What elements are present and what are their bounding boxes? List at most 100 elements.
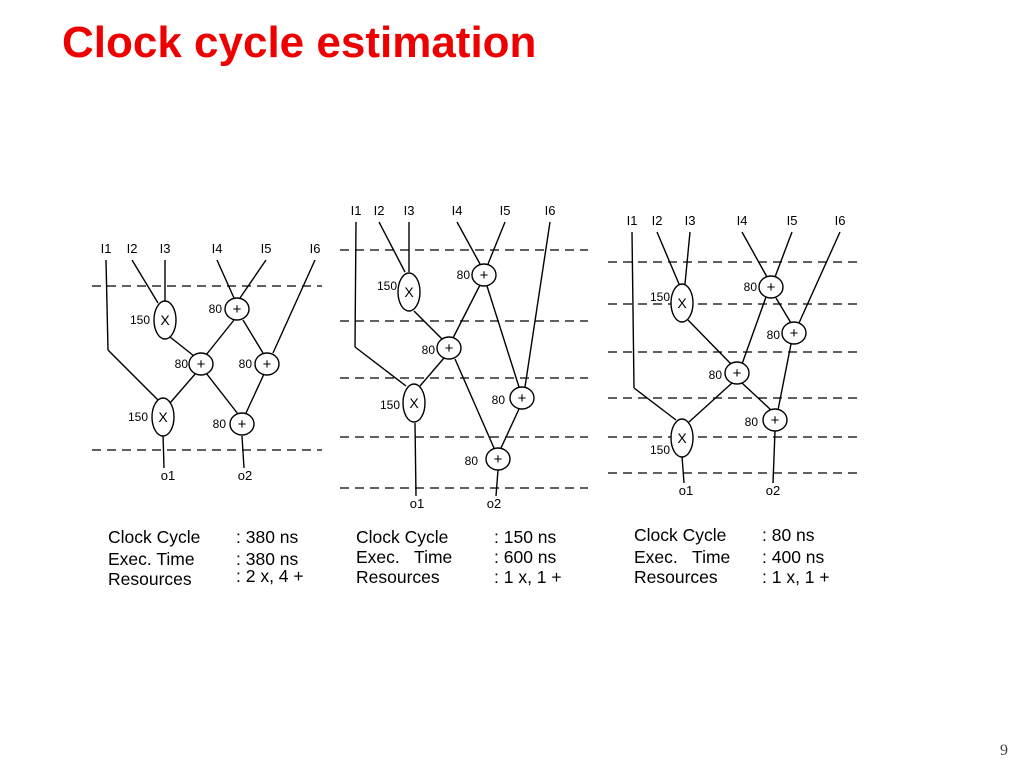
data-edge <box>741 231 768 278</box>
adder-symbol: + <box>518 390 527 407</box>
delay-label: 150 <box>650 443 670 457</box>
data-edge <box>216 259 235 299</box>
clock-cycle-value: : 150 ns <box>494 527 557 547</box>
data-edge <box>162 433 165 469</box>
adder-node <box>471 263 497 287</box>
input-label: I5 <box>500 203 511 218</box>
input-label: I4 <box>212 241 223 256</box>
multiplier-node <box>397 272 421 312</box>
resources-value: : 2 x, 4 + <box>236 566 304 586</box>
resources-value: : 1 x, 1 + <box>494 567 562 587</box>
clock-cycle-label: Clock Cycle <box>108 527 201 547</box>
resources-label: Resources <box>356 567 440 587</box>
multiplier-symbol: X <box>409 395 419 411</box>
output-label: o2 <box>487 496 501 511</box>
input-label: I2 <box>374 203 385 218</box>
data-edge <box>774 231 793 278</box>
delay-label: 80 <box>492 393 506 407</box>
resources-label: Resources <box>108 569 192 589</box>
delay-label: 80 <box>209 302 223 316</box>
exec-time-label: Exec. Time <box>356 547 453 567</box>
adder-symbol: + <box>733 365 742 382</box>
data-edge <box>772 430 776 484</box>
adder-node <box>762 408 788 432</box>
delay-label: 80 <box>213 417 227 431</box>
output-label: o1 <box>161 468 175 483</box>
multiplier-node <box>670 283 694 323</box>
output-label: o1 <box>679 483 693 498</box>
adder-node <box>509 386 535 410</box>
data-edge <box>414 422 417 497</box>
data-edge <box>169 336 195 357</box>
output-label: o1 <box>410 496 424 511</box>
delay-label: 150 <box>130 313 150 327</box>
data-edge <box>413 310 444 341</box>
delay-label: 80 <box>767 328 781 342</box>
exec-time-label: Exec. Time <box>634 547 731 567</box>
adder-node <box>188 352 214 376</box>
adder-node <box>254 352 280 376</box>
input-label: I6 <box>310 241 321 256</box>
data-edge <box>354 221 357 348</box>
delay-label: 80 <box>422 343 436 357</box>
resources-label: Resources <box>634 567 718 587</box>
data-edge <box>378 221 406 273</box>
input-label: I4 <box>452 203 463 218</box>
adder-symbol: + <box>767 279 776 296</box>
multiplier-symbol: X <box>158 409 168 425</box>
input-label: I6 <box>835 213 846 228</box>
adder-node <box>229 412 255 436</box>
data-edge <box>741 296 767 365</box>
resources-value: : 1 x, 1 + <box>762 567 830 587</box>
input-label: I3 <box>404 203 415 218</box>
data-edge <box>452 284 481 339</box>
exec-time-label: Exec. Time <box>108 549 195 569</box>
clock-cycle-label: Clock Cycle <box>356 527 449 547</box>
delay-label: 150 <box>380 398 400 412</box>
data-edge <box>241 435 245 469</box>
data-edge <box>798 231 841 324</box>
delay-label: 150 <box>128 410 148 424</box>
adder-symbol: + <box>238 416 247 433</box>
delay-label: 150 <box>650 290 670 304</box>
adder-node <box>436 336 462 360</box>
multiplier-symbol: X <box>677 295 687 311</box>
input-label: I1 <box>101 241 112 256</box>
adder-symbol: + <box>790 325 799 342</box>
multiplier-symbol: X <box>160 312 170 328</box>
adder-symbol: + <box>494 451 503 468</box>
data-edge <box>495 469 499 497</box>
data-edge <box>419 357 445 387</box>
data-edge <box>681 455 685 484</box>
input-label: I5 <box>261 241 272 256</box>
multiplier-node <box>402 383 426 423</box>
output-label: o2 <box>766 483 780 498</box>
clock-cycle-label: Clock Cycle <box>634 525 727 545</box>
data-edge <box>245 373 265 414</box>
data-edge <box>684 231 691 285</box>
adder-node <box>724 361 750 385</box>
input-label: I3 <box>160 241 171 256</box>
data-edge <box>688 382 733 423</box>
multiplier-symbol: X <box>677 430 687 446</box>
data-edge <box>777 343 792 411</box>
data-edge <box>272 259 316 354</box>
multiplier-node <box>151 397 175 437</box>
multiplier-symbol: X <box>404 284 414 300</box>
data-edge <box>456 221 481 265</box>
data-edge <box>656 231 680 285</box>
delay-label: 80 <box>745 415 759 429</box>
clock-cycle-value: : 80 ns <box>762 525 815 545</box>
data-edge <box>524 221 551 388</box>
specs-3: Clock Cycle: 80 ns Exec. Time: 400 ns Re… <box>634 525 874 587</box>
specs-1: Clock Cycle: 380 ns Exec. Time: 380 ns R… <box>108 527 338 589</box>
delay-label: 80 <box>457 268 471 282</box>
input-label: I6 <box>545 203 556 218</box>
input-label: I1 <box>627 213 638 228</box>
exec-time-value: : 380 ns <box>236 549 299 569</box>
data-edge <box>205 372 239 415</box>
